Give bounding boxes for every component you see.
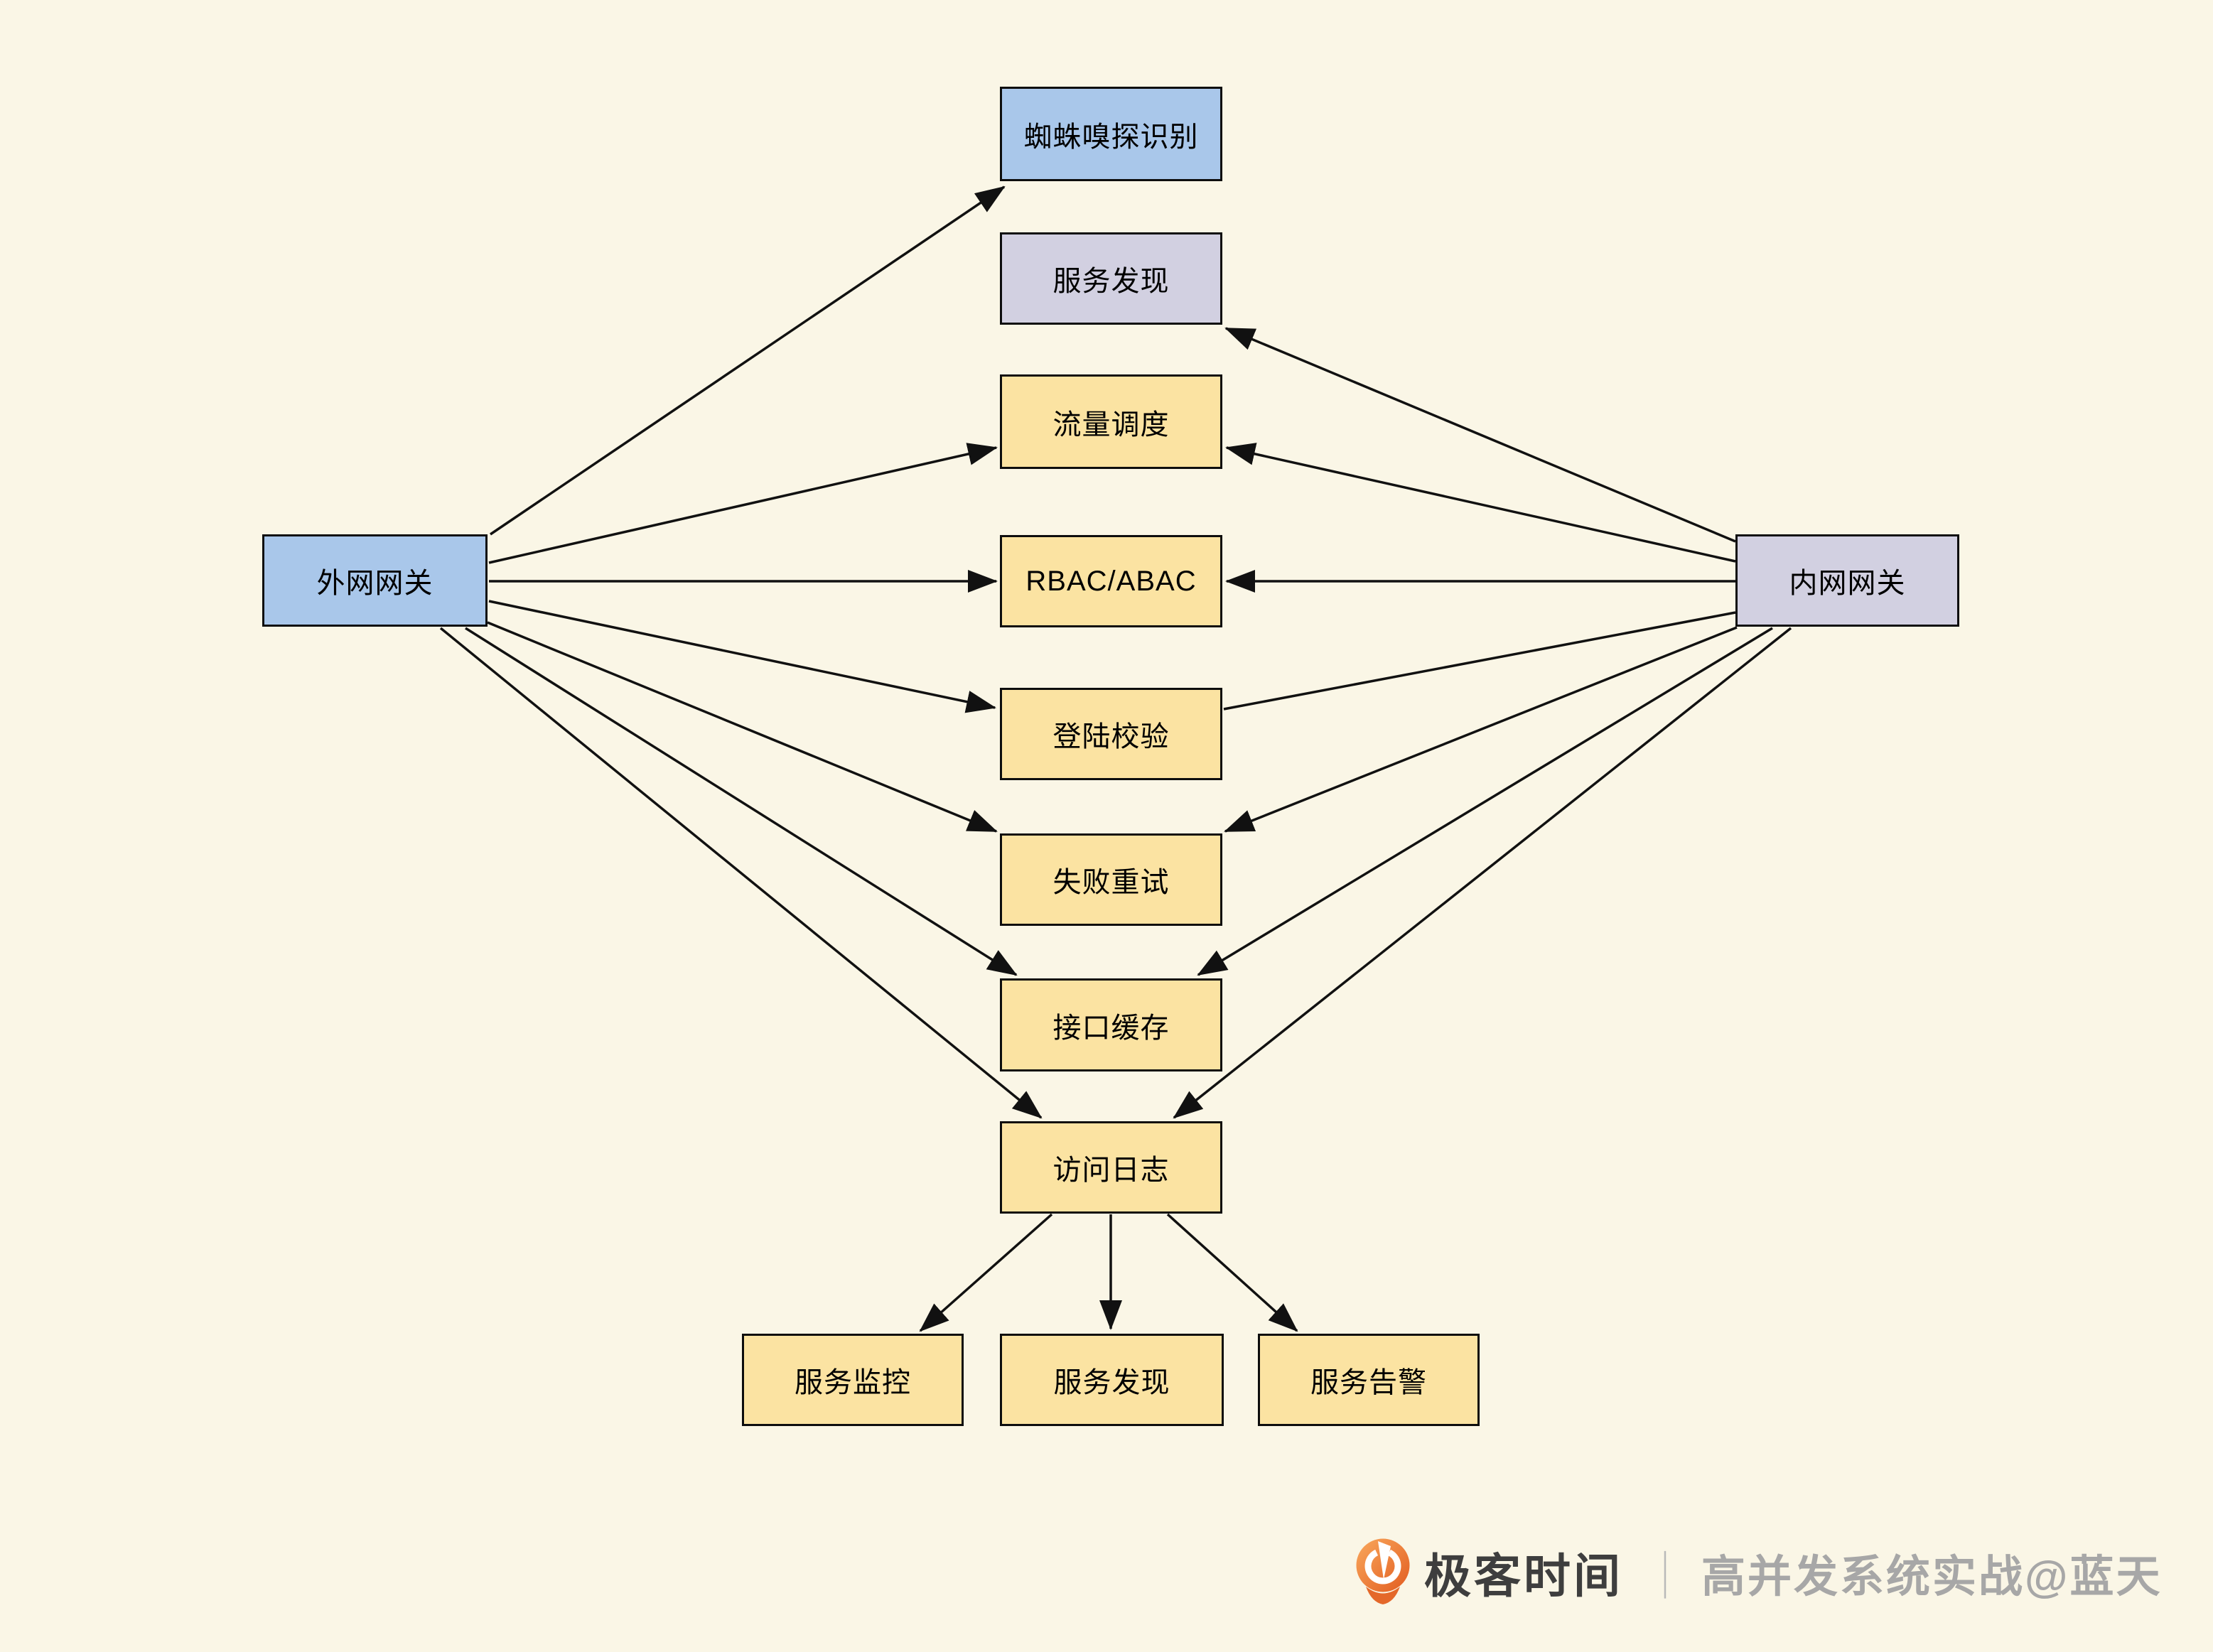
node-internal-gateway: 内网网关 xyxy=(1735,534,1959,627)
node-service-discovery-top: 服务发现 xyxy=(1000,232,1222,325)
edge-extgw-to-traffic xyxy=(488,443,998,564)
node-external-gateway: 外网网关 xyxy=(262,534,488,627)
node-service-monitor: 服务监控 xyxy=(742,1334,964,1426)
footer-watermark: 极客时间 ｜ 高并发系统实战@蓝天 xyxy=(1355,1537,2162,1608)
edge-extgw-to-cache xyxy=(465,627,1018,976)
edge-extgw-to-retry xyxy=(487,621,998,833)
node-spider-detect: 蜘蛛嗅探识别 xyxy=(1000,87,1222,181)
node-traffic-scheduling: 流量调度 xyxy=(1000,374,1222,469)
edge-log-to-alert xyxy=(1166,1213,1298,1332)
node-service-discovery-bottom: 服务发现 xyxy=(1000,1334,1224,1426)
edge-extgw-to-login xyxy=(488,600,996,713)
brand-name: 极客时间 xyxy=(1424,1550,1623,1602)
geektime-logo-icon xyxy=(1356,1538,1410,1604)
node-fail-retry: 失败重试 xyxy=(1000,833,1222,926)
node-api-cache: 接口缓存 xyxy=(1000,978,1222,1071)
edge-intgw-to-traffic xyxy=(1225,443,1736,563)
edge-extgw-to-spider xyxy=(490,185,1006,536)
separator-bar: ｜ xyxy=(1644,1550,1686,1604)
edge-intgw-to-log xyxy=(1173,627,1792,1119)
edge-log-to-monitor xyxy=(919,1213,1053,1332)
edge-intgw-to-retry xyxy=(1224,626,1738,833)
edge-extgw-to-log xyxy=(439,627,1043,1119)
node-service-alert: 服务告警 xyxy=(1258,1334,1480,1426)
edge-intgw-to-discovery xyxy=(1224,327,1736,543)
node-rbac-abac: RBAC/ABAC xyxy=(1000,535,1222,627)
node-access-log: 访问日志 xyxy=(1000,1121,1222,1214)
edge-intgw-to-cache xyxy=(1197,627,1773,976)
course-title: 高并发系统实战@蓝天 xyxy=(1701,1553,2163,1602)
edge-intgw-to-login xyxy=(1223,611,1736,711)
node-login-check: 登陆校验 xyxy=(1000,688,1222,780)
